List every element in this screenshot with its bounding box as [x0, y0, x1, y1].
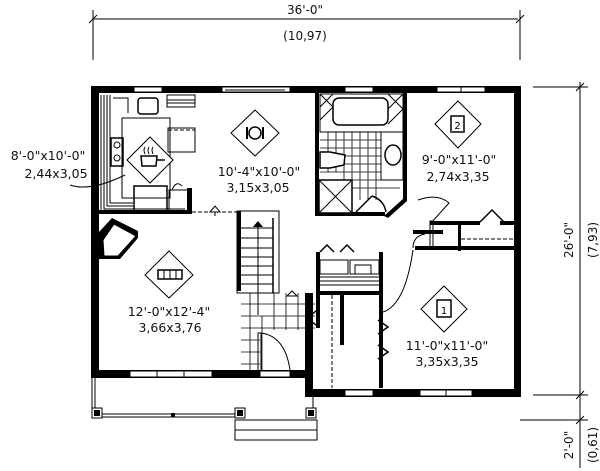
- dining-size-imperial: 10'-4"x10'-0": [218, 164, 301, 179]
- porch-imperial: 2'-0": [562, 431, 576, 459]
- bedroom-2-size-metric: 2,74x3,35: [426, 169, 489, 184]
- kitchen-size-metric: 2,44x3,05: [24, 166, 87, 181]
- front-porch: [91, 378, 318, 441]
- stairs-up-arrow-icon: [253, 221, 263, 227]
- depth-metric: (7,93): [586, 222, 600, 258]
- living-size-imperial: 12'-0"x12'-4": [128, 304, 211, 319]
- dining-size-metric: 3,15x3,05: [226, 180, 289, 195]
- width-metric: (10,97): [283, 29, 327, 43]
- sofa-icon: [144, 250, 194, 299]
- stairs: [236, 210, 280, 315]
- windows: [129, 86, 486, 397]
- bedroom-1-size-imperial: 11'-0"x11'-0": [406, 338, 489, 353]
- dimension-depth: 26'-0" (7,93) 2'-0" (0,61): [520, 82, 600, 468]
- entry-foyer: [241, 290, 315, 377]
- bedroom-1-badge: 1: [441, 306, 447, 317]
- cooking-pot-icon: [126, 136, 174, 184]
- living-room: 12'-0"x12'-4" 3,66x3,76: [99, 218, 210, 335]
- bedroom-2-size-imperial: 9'-0"x11'-0": [422, 152, 497, 167]
- dining-room: 10'-4"x10'-0" 3,15x3,05: [192, 109, 301, 216]
- porch-metric: (0,61): [586, 427, 600, 463]
- bedroom-2-badge: 2: [454, 121, 460, 132]
- width-imperial: 36'-0": [287, 3, 323, 17]
- bedroom-1: 1 11'-0"x11'-0" 3,35x3,35: [406, 285, 489, 369]
- kitchen-leader-line: [69, 174, 126, 188]
- hall-closets: [306, 220, 517, 388]
- kitchen-size-imperial: 8'-0"x10'-0": [11, 148, 86, 163]
- bed-1-icon: 1: [420, 285, 468, 333]
- kitchen: 8'-0"x10'-0" 2,44x3,05: [11, 94, 196, 214]
- bed-2-icon: 2: [434, 100, 482, 149]
- dining-plate-icon: [230, 109, 280, 157]
- bathroom: [315, 93, 407, 218]
- bathtub-icon: [332, 97, 389, 126]
- bedroom-2: 2 9'-0"x11'-0" 2,74x3,35: [417, 100, 516, 251]
- depth-imperial: 26'-0": [562, 222, 576, 258]
- bedroom-1-size-metric: 3,35x3,35: [415, 354, 478, 369]
- dimension-width: 36'-0" (10,97): [88, 3, 525, 60]
- living-size-metric: 3,66x3,76: [138, 320, 201, 335]
